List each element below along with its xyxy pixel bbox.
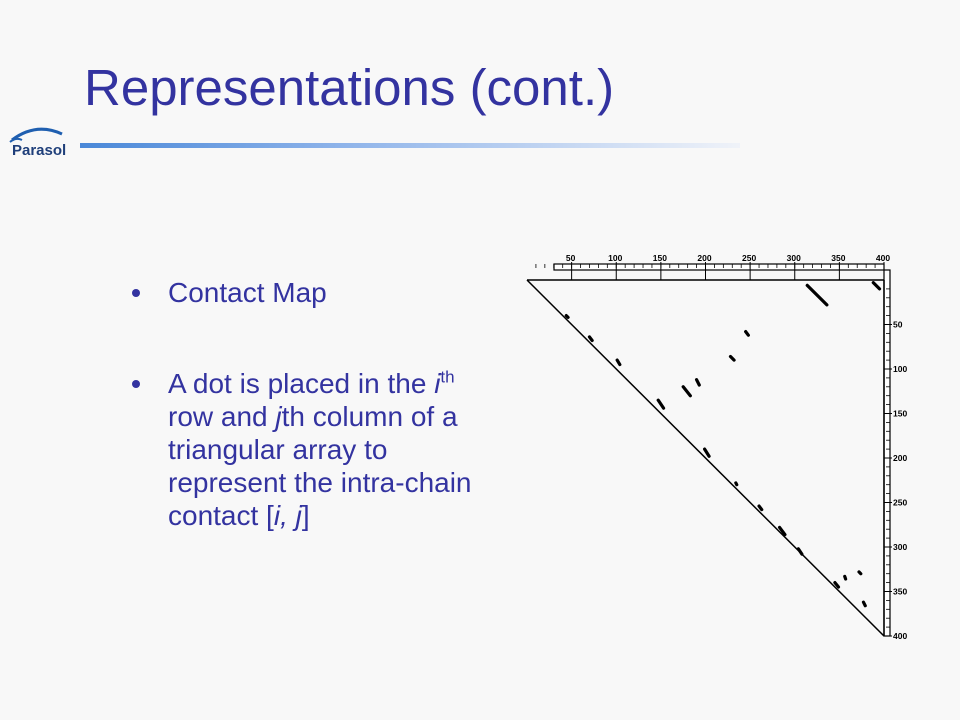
x-tick-label: 50: [566, 253, 576, 263]
y-tick-label: 50: [893, 320, 903, 330]
contact-mark: [734, 481, 739, 487]
bullet-item-description: A dot is placed in the ith row and jth c…: [128, 367, 488, 532]
contact-mark: [615, 358, 622, 367]
y-tick-label: 100: [893, 364, 907, 374]
diagonal-edge: [526, 279, 885, 637]
bullet-text-part: th column of a triangular array to repre…: [168, 401, 472, 531]
contact-mark: [744, 330, 750, 337]
bullet-text-part: row and: [168, 401, 276, 432]
slide-title: Representations (cont.): [84, 59, 615, 116]
contact-mark: [681, 385, 692, 398]
title-underline: [80, 143, 740, 148]
contact-mark: [564, 314, 570, 319]
bullet-dot-icon: [132, 289, 140, 297]
x-tick-label: 150: [653, 253, 667, 263]
y-tick-label: 200: [893, 453, 907, 463]
bullet-text-superscript: th: [440, 367, 455, 387]
contact-mark: [796, 547, 804, 556]
bullet-text-part: A dot is placed in the: [168, 368, 435, 399]
y-tick-label: 400: [893, 631, 907, 641]
contact-mark: [728, 354, 736, 362]
y-tick-label: 350: [893, 587, 907, 597]
contact-map-chart: 50 100 150 200 250 300 350 400 50 100 150 200 250 300…: [526, 253, 907, 641]
top-axis-rail: [553, 263, 885, 271]
bullet-dot-icon: [132, 380, 140, 388]
contact-mark: [656, 398, 666, 410]
logo-text: Parasol: [12, 142, 66, 159]
bullet-list: Contact Map A dot is placed in the ith r…: [128, 276, 488, 532]
contact-mark: [843, 574, 848, 581]
x-tick-label: 100: [608, 253, 622, 263]
contact-mark: [587, 335, 594, 343]
contact-mark: [703, 447, 711, 458]
x-tick-label: 300: [787, 253, 801, 263]
contact-mark: [757, 504, 764, 512]
contact-mark: [871, 281, 882, 291]
contact-mark: [805, 283, 829, 307]
x-tick-label: 400: [876, 253, 890, 263]
contact-mark: [857, 570, 863, 576]
y-tick-label: 250: [893, 498, 907, 508]
bullet-text: Contact Map: [168, 277, 327, 308]
contact-mark: [833, 580, 841, 589]
y-tick-label: 150: [893, 409, 907, 419]
x-tick-label: 250: [742, 253, 756, 263]
x-tick-label: 200: [697, 253, 711, 263]
y-tick-label: 300: [893, 542, 907, 552]
bullet-item-contact-map: Contact Map: [128, 276, 488, 309]
contact-mark: [861, 600, 867, 608]
bullet-text-italic: j: [275, 401, 282, 432]
bullet-text-italic: i: [434, 368, 441, 399]
bullet-text-part: ]: [301, 500, 310, 531]
x-tick-label: 350: [831, 253, 845, 263]
bullet-text-italic: i, j: [273, 500, 302, 531]
contact-mark: [694, 378, 701, 387]
parasol-logo: Parasol: [9, 127, 66, 159]
contact-mark: [777, 525, 787, 537]
